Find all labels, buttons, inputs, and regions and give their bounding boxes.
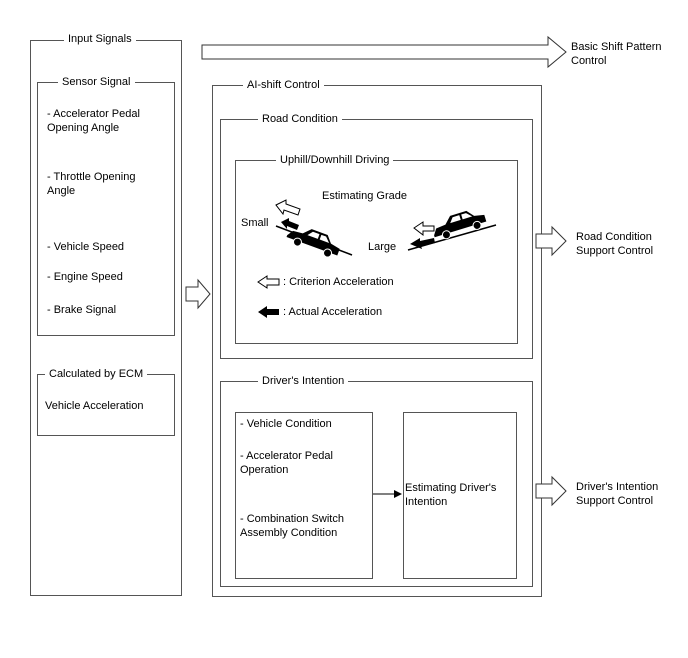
condition-vehicle: - Vehicle Condition: [240, 418, 332, 430]
criterion-acceleration-label: : Criterion Acceleration: [283, 276, 394, 288]
sensor-item-accelerator: - Accelerator Pedal Opening Angle: [47, 108, 140, 134]
actual-acceleration-label: : Actual Acceleration: [283, 306, 383, 318]
road-support-label: Road Condition Support Control: [576, 231, 654, 257]
estimating-grade-label: Estimating Grade: [322, 190, 407, 202]
drivers-intention-box: [220, 381, 533, 587]
condition-accelerator: - Accelerator Pedal Operation: [240, 450, 333, 476]
uphill-title: Uphill/Downhill Driving: [276, 153, 394, 167]
road-condition-box: [220, 119, 533, 359]
estimating-intention-box: [403, 412, 517, 579]
drivers-intention-title: Driver's Intention: [258, 374, 349, 388]
road-condition-title: Road Condition: [258, 112, 342, 126]
sensor-item-throttle: - Throttle Opening Angle: [47, 171, 136, 197]
sensor-item-engine-speed: - Engine Speed: [47, 271, 123, 283]
sensor-item-vehicle-speed: - Vehicle Speed: [47, 241, 125, 253]
conditions-box: [235, 412, 373, 579]
basic-shift-arrow: [201, 35, 567, 69]
basic-shift-label: Basic Shift Pattern Control: [571, 41, 662, 67]
driver-support-label: Driver's Intention Support Control: [576, 481, 659, 507]
large-label: Large: [368, 241, 397, 253]
sensor-signal-title: Sensor Signal: [58, 75, 135, 89]
estimating-intention-label: Estimating Driver's Intention: [405, 482, 497, 508]
calculated-item-vehicle-acceleration: Vehicle Acceleration: [45, 400, 144, 412]
small-label: Small: [241, 217, 269, 229]
input-to-ai-arrow: [185, 278, 211, 310]
ai-shift-box: [212, 85, 542, 597]
ai-shift-title: AI-shift Control: [243, 78, 324, 92]
condition-combination-switch: - Combination Switch Assembly Condition: [240, 513, 344, 539]
sensor-item-brake: - Brake Signal: [47, 304, 117, 316]
input-signals-title: Input Signals: [64, 32, 136, 46]
calculated-title: Calculated by ECM: [45, 367, 148, 381]
